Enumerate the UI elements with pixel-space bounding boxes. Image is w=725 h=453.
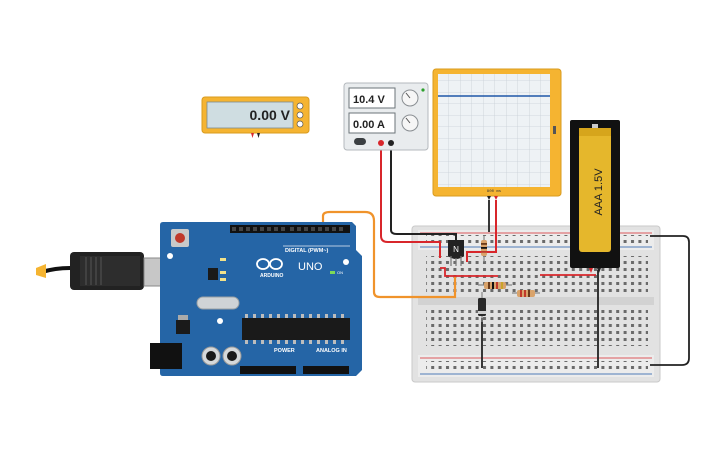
resistor-horizontal-2[interactable] [512,290,540,297]
scope-knob-icon[interactable] [553,126,556,134]
scope-timebase-label: 800 ms [487,190,502,194]
mode-dial-icon[interactable] [296,120,304,128]
oscilloscope[interactable]: 800 ms [432,68,562,200]
wire-red-rail [440,267,498,277]
battery-label: AAA 1.5V [593,168,605,216]
wire-black-right [650,235,690,366]
battery-cell [579,128,611,252]
scope-probe-red-icon[interactable] [494,196,498,200]
arduino-logo: ARDUINO [256,258,283,279]
microcontroller-chip [242,318,350,340]
battery-holder[interactable]: AAA 1.5V [570,120,620,273]
power-supply[interactable]: 10.4 V 0.00 A [343,82,429,151]
terminal-negative[interactable] [388,140,394,146]
power-header-label: POWER [274,348,295,354]
probe-red-icon[interactable] [251,133,254,138]
brand-label: ARDUINO [260,273,283,279]
voltage-regulator [176,320,190,334]
power-switch[interactable] [354,138,366,145]
usb-cable[interactable] [36,252,171,290]
battery-terminal-negative-icon[interactable] [597,268,601,273]
terminal-positive[interactable] [378,140,384,146]
l-led [220,258,226,261]
resistor-horizontal-1[interactable] [478,282,512,289]
analog-pin-header[interactable] [303,366,349,374]
status-led [421,88,425,92]
dc-power-jack[interactable] [150,343,182,369]
resistor-vertical[interactable] [481,236,487,262]
board-name: UNO [298,261,323,273]
scope-probe-black-icon[interactable] [487,196,491,200]
on-label: ON [337,270,343,275]
arduino-uno[interactable]: DIGITAL (PWM~) ARDUINO UNO ON [150,222,362,376]
rx-led [220,278,226,281]
tx-led [220,271,226,274]
wire-black-supply [390,143,457,240]
transistor-label: N [453,245,459,254]
multimeter[interactable]: 0.00 V [201,96,310,138]
mode-dial-icon[interactable] [296,102,304,110]
supply-current-display: 0.00 A [353,119,385,131]
transistor[interactable]: N [448,240,464,266]
wire-red-supply [380,143,441,258]
diode[interactable] [478,292,486,322]
usb-chip [208,268,218,280]
digital-header-label: DIGITAL (PWM~) [285,248,329,254]
probe-black-icon[interactable] [257,133,260,138]
power-pin-header[interactable] [240,366,296,374]
mode-dial-icon[interactable] [296,111,304,119]
cable-plug-tip-icon [36,264,46,278]
analog-header-label: ANALOG IN [316,348,347,354]
multimeter-reading: 0.00 V [250,107,291,123]
wire-orange-signal [321,210,457,299]
supply-voltage-display: 10.4 V [353,94,385,106]
on-led [330,271,335,274]
crystal-oscillator [196,296,240,310]
wires[interactable] [321,143,690,368]
battery-terminal-positive-icon[interactable] [589,268,593,273]
